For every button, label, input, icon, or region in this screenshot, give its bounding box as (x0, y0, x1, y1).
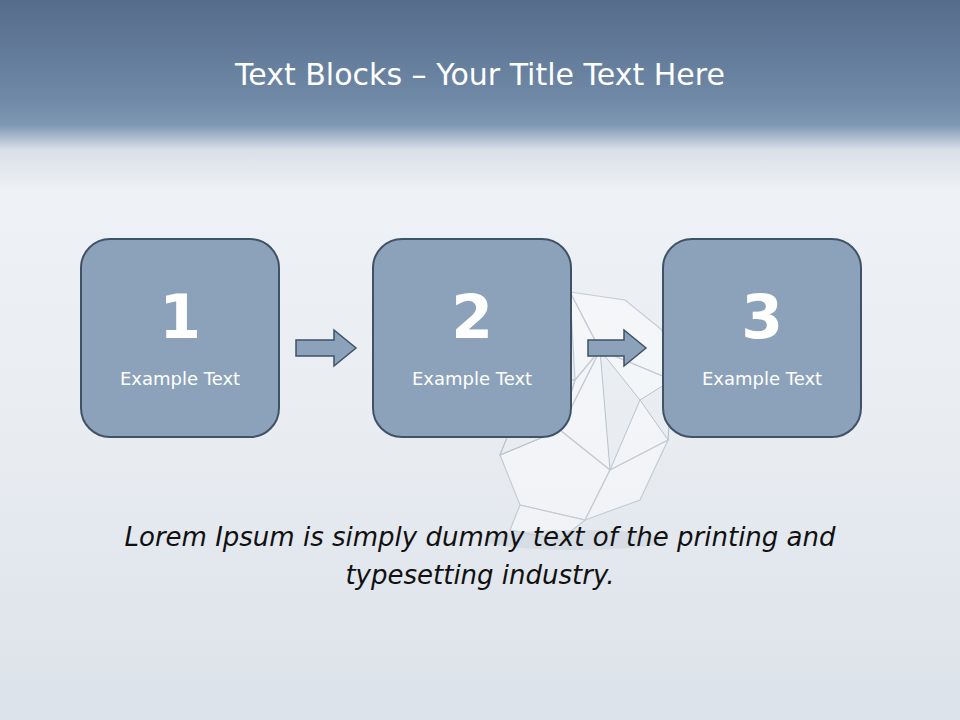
slide-title: Text Blocks – Your Title Text Here (20, 52, 940, 98)
flow-arrow (588, 330, 646, 366)
step-label: Example Text (412, 367, 532, 391)
flow-arrow (296, 330, 356, 366)
step-box: 3Example Text (662, 238, 862, 438)
step-number: 2 (451, 285, 493, 349)
step-number: 3 (741, 285, 783, 349)
step-box: 2Example Text (372, 238, 572, 438)
step-box: 1Example Text (80, 238, 280, 438)
step-label: Example Text (120, 367, 240, 391)
caption-text: Lorem Ipsum is simply dummy text of the … (100, 518, 860, 594)
step-label: Example Text (702, 367, 822, 391)
step-number: 1 (159, 285, 201, 349)
